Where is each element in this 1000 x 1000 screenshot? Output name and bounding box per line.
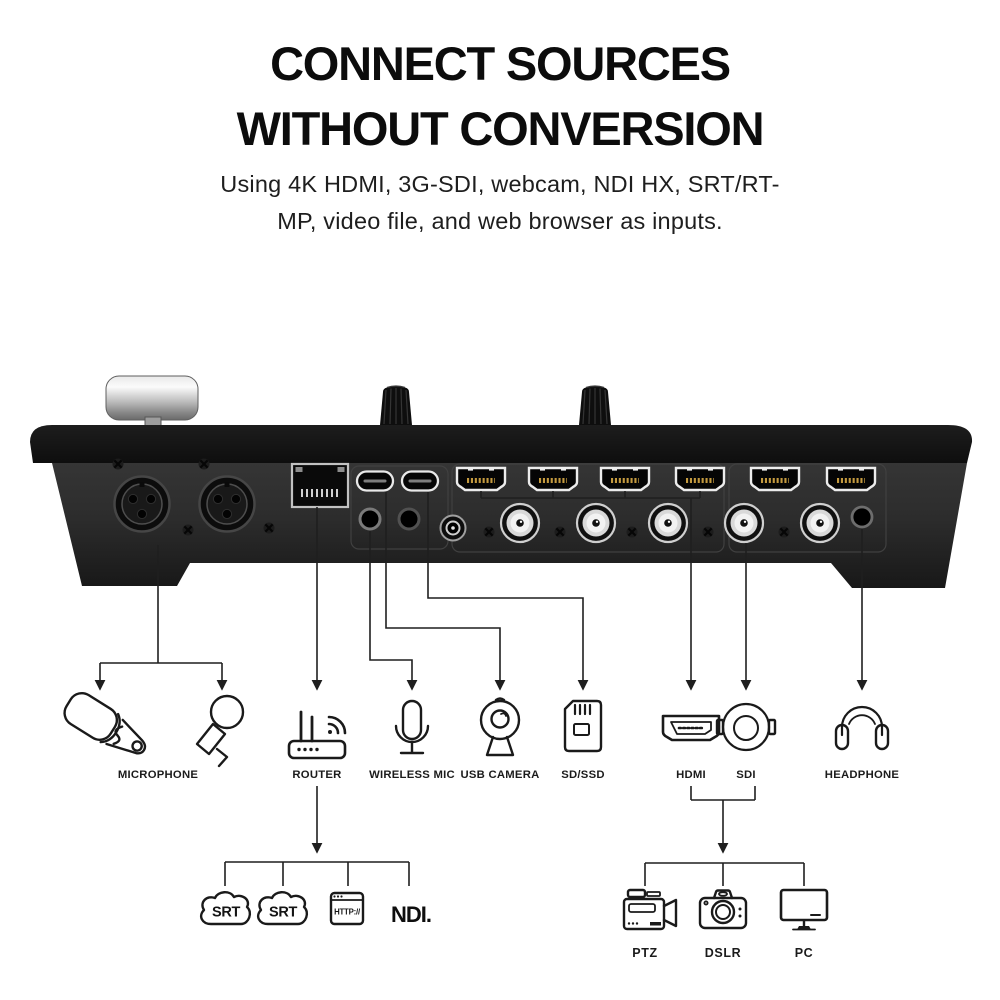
dc-power-port — [439, 514, 467, 542]
label-usb-camera: USB CAMERA — [460, 769, 539, 781]
sdi-bnc-1 — [499, 502, 541, 544]
label-pc: PC — [795, 946, 814, 960]
xlr-port-1 — [113, 475, 171, 533]
switcher-device — [30, 375, 973, 588]
http-browser-icon: HTTP:// — [329, 891, 365, 926]
source-icons-row — [63, 691, 890, 768]
hdmi-port-2 — [529, 468, 577, 490]
router-icon — [287, 710, 347, 760]
sdi-bnc-icon — [715, 702, 777, 752]
xlr-port-2 — [198, 475, 256, 533]
hdmi-port-4 — [676, 468, 724, 490]
headphone-jack — [850, 505, 874, 529]
hdmi-port-3 — [601, 468, 649, 490]
source-labels-row: MICROPHONE ROUTER WIRELESS MIC USB CAMER… — [118, 769, 900, 781]
label-sd-ssd: SD/SSD — [561, 769, 605, 781]
subtitle-line1: Using 4K HDMI, 3G-SDI, webcam, NDI HX, S… — [220, 171, 780, 197]
network-sources-row: SRT SRT HTTP:// NDI. — [199, 891, 432, 927]
page-title-line2: WITHOUT CONVERSION — [236, 102, 765, 155]
arrow-to-usb-camera — [385, 492, 506, 691]
usb-c-port-1 — [355, 470, 395, 492]
xlr-connector-icon — [63, 691, 147, 755]
label-headphone: HEADPHONE — [825, 769, 900, 781]
srt-label-1: SRT — [212, 905, 241, 921]
label-ptz: PTZ — [632, 946, 657, 960]
label-dslr: DSLR — [705, 946, 741, 960]
network-branch-bracket — [224, 861, 410, 886]
arrow-to-sd-ssd — [427, 492, 589, 691]
hdmi-icon — [661, 714, 721, 742]
hdmi-sdi-join-bracket — [690, 786, 756, 801]
panel-outlines — [350, 463, 887, 553]
video-sources-row: PTZ DSLR PC — [622, 888, 829, 960]
label-wireless-mic: WIRELESS MIC — [369, 769, 455, 781]
hdmi-port-1 — [457, 468, 505, 490]
label-router: ROUTER — [292, 769, 341, 781]
pc-monitor-icon — [779, 888, 829, 931]
ptz-camera-icon — [622, 888, 678, 931]
subtitle-line2: MP, video file, and web browser as input… — [277, 208, 723, 234]
usb-camera-icon — [479, 697, 521, 757]
camera-branch-bracket — [644, 862, 805, 886]
wireless-mic-icon — [394, 699, 430, 755]
page-title-line1: CONNECT SOURCES — [270, 37, 731, 90]
label-hdmi: HDMI — [676, 769, 706, 781]
knob-right — [578, 385, 612, 426]
sdi-bnc-3 — [647, 502, 689, 544]
sdi-bnc-2 — [575, 502, 617, 544]
label-sdi: SDI — [736, 769, 756, 781]
label-microphone: MICROPHONE — [118, 769, 199, 781]
knob-left — [379, 385, 413, 426]
hdmi-group-bracket — [480, 491, 701, 499]
http-label: HTTP:// — [334, 908, 361, 917]
hdmi-port-6 — [827, 468, 875, 490]
sd-card-icon — [563, 699, 603, 753]
headphone-icon — [834, 705, 890, 751]
dslr-camera-icon — [698, 889, 748, 930]
connection-lines — [94, 491, 868, 886]
device-top-bevel — [30, 425, 973, 463]
srt-cloud-icon-2: SRT — [256, 891, 309, 926]
arrow-to-wireless-mic — [369, 531, 418, 691]
audio-jack-2 — [397, 507, 421, 531]
sdi-bnc-4 — [723, 502, 765, 544]
audio-jack-1 — [358, 507, 382, 531]
srt-cloud-icon-1: SRT — [199, 891, 252, 926]
handheld-mic-icon — [195, 694, 245, 768]
mount-handle — [105, 375, 199, 433]
hdmi-port-5 — [751, 468, 799, 490]
ndi-logo: NDI. — [391, 902, 431, 927]
srt-label-2: SRT — [269, 905, 298, 921]
ethernet-port — [290, 462, 350, 509]
sdi-bnc-5 — [799, 502, 841, 544]
usb-c-port-2 — [400, 470, 440, 492]
page-subtitle: Using 4K HDMI, 3G-SDI, webcam, NDI HX, S… — [0, 166, 1000, 240]
